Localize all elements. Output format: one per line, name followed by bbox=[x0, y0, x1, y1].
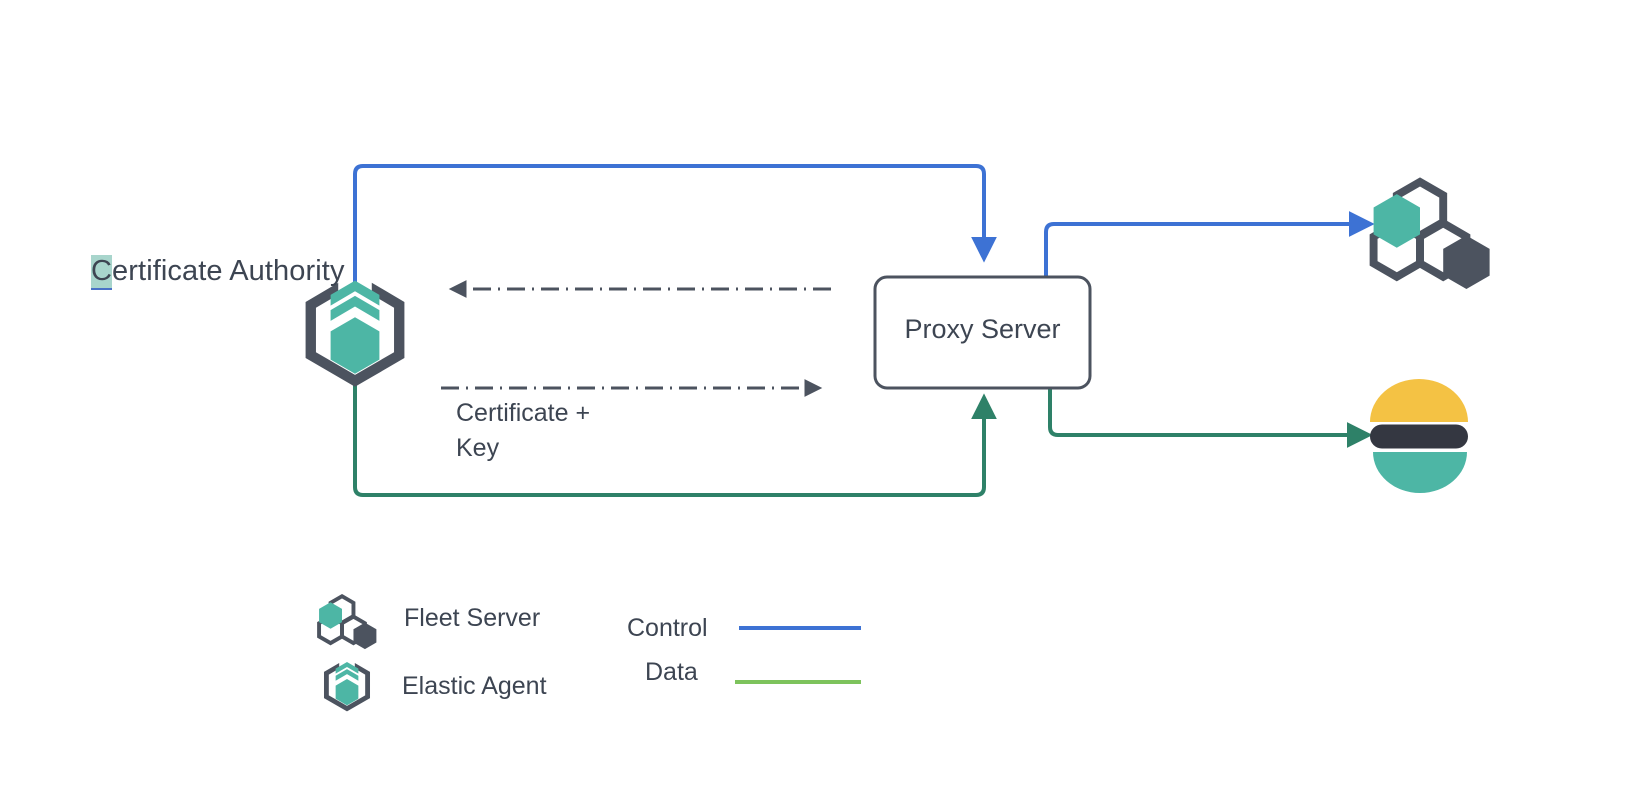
edge-control-proxy-to-fleet bbox=[1044, 211, 1375, 279]
edge-data-proxy-to-elasticsearch bbox=[1048, 382, 1373, 448]
legend-line-label-control: Control bbox=[627, 614, 708, 642]
elastic-agent-icon bbox=[305, 280, 405, 387]
certificate-authority-icon[interactable] bbox=[305, 280, 405, 387]
certificate-authority-label-highlight: C bbox=[91, 255, 113, 290]
legend-item-label-fleet-server: Fleet Server bbox=[404, 604, 541, 632]
elasticsearch-logo[interactable] bbox=[1370, 379, 1468, 493]
proxy-server-label: Proxy Server bbox=[904, 314, 1061, 344]
certificate-key-line-2: Key bbox=[456, 433, 500, 462]
fleet-server-icon[interactable] bbox=[1369, 177, 1490, 290]
proxy-server-box[interactable] bbox=[873, 275, 1092, 390]
certificate-key-edge-label: Certificate + Key bbox=[456, 396, 590, 465]
edge-data-agent-to-proxy bbox=[353, 378, 997, 497]
legend-elastic-agent-icon bbox=[323, 661, 371, 712]
certificate-authority-label: Certificate Authority bbox=[91, 253, 345, 290]
certificate-key-line-1: Certificate + bbox=[456, 399, 591, 427]
legend-fleet-server-icon bbox=[317, 593, 377, 650]
legend-line-label-data: Data bbox=[645, 658, 698, 686]
legend-item-label-elastic-agent: Elastic Agent bbox=[402, 672, 547, 700]
certificate-authority-label-rest: ertificate Authority bbox=[112, 255, 345, 287]
edge-control-agent-to-proxy bbox=[353, 164, 997, 287]
